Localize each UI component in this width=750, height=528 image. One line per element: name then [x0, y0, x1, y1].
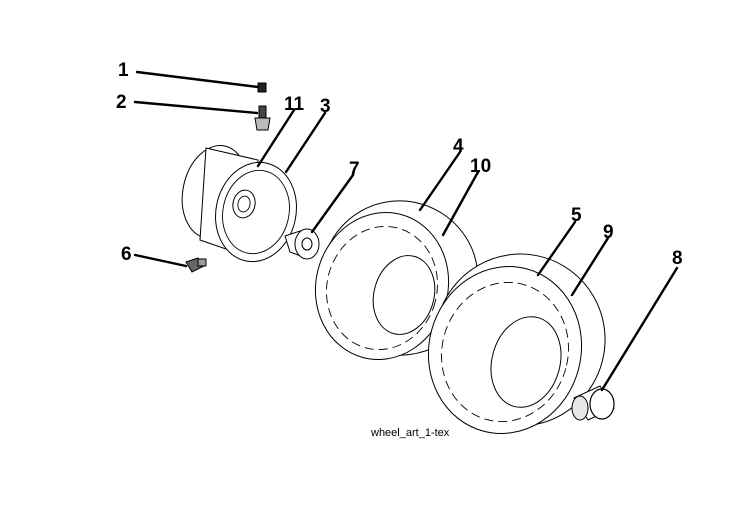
tire-front-dash-ring — [326, 225, 438, 351]
leader-4 — [418, 150, 462, 212]
callout-2: 2 — [116, 92, 127, 113]
fitting — [185, 257, 207, 273]
callout-4: 4 — [453, 136, 464, 157]
tire-front-bead — [372, 255, 436, 335]
leader-7 — [310, 173, 355, 234]
callout-7: 7 — [349, 159, 360, 180]
leader-11 — [256, 108, 296, 168]
bushing — [284, 228, 320, 260]
leader-1 — [135, 70, 260, 89]
hub-cap-back — [571, 395, 589, 421]
leader-lines — [133, 70, 679, 392]
leader-6 — [133, 253, 188, 268]
rim-hub-hole — [237, 195, 251, 213]
fitting-nozzle — [197, 258, 207, 267]
valve-stem — [254, 105, 271, 131]
tire-rear — [427, 253, 606, 434]
rim-front-flange — [215, 161, 297, 263]
callout-8: 8 — [672, 248, 683, 269]
callout-6: 6 — [121, 244, 132, 265]
hub-cap-face — [589, 388, 615, 420]
bushing-bore — [301, 237, 313, 251]
valve-stem-base — [254, 117, 271, 131]
leader-3 — [284, 111, 327, 174]
callout-3: 3 — [320, 96, 331, 117]
leader-2 — [133, 100, 259, 115]
rim-hub — [232, 189, 256, 219]
diagram-caption: wheel_art_1-tex — [370, 427, 450, 439]
valve-cap — [257, 82, 267, 93]
callout-10: 10 — [470, 156, 491, 177]
leader-9 — [570, 236, 610, 297]
valve-cap-body — [257, 82, 267, 93]
callout-5: 5 — [571, 205, 582, 226]
leader-5 — [536, 220, 577, 277]
tire-rear-dash-ring — [441, 281, 569, 423]
rim — [181, 145, 297, 263]
callout-1: 1 — [118, 60, 129, 81]
callout-9: 9 — [603, 222, 614, 243]
valve-stem-top — [258, 105, 267, 119]
rim-inner-ring — [222, 169, 290, 255]
leader-8 — [600, 266, 679, 392]
tire-rear-bead — [490, 316, 562, 408]
callout-labels: 1 2 3 4 5 6 7 8 9 10 11 — [116, 60, 683, 269]
leader-10 — [441, 170, 480, 237]
callout-11: 11 — [284, 94, 305, 115]
